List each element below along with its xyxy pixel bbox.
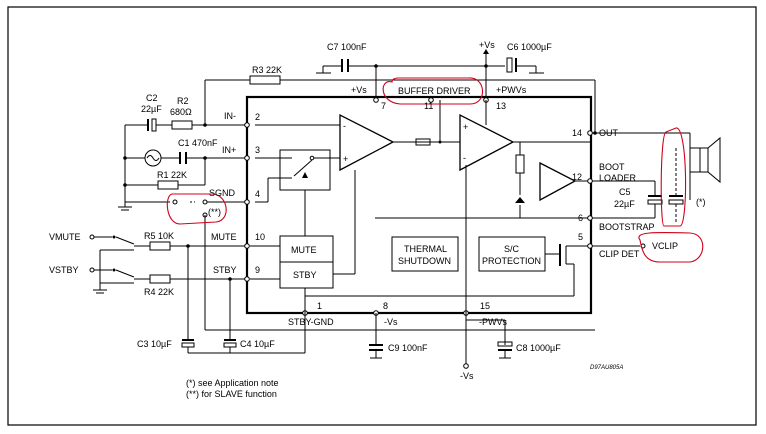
stby-block-label: STBY [293,270,317,280]
pin-in-plus: IN+ [222,145,236,155]
vclip-label: VCLIP [652,241,678,251]
red-annotations [166,77,704,263]
c5-label: C5 [619,187,631,197]
pin-num-11: 11 [424,101,433,111]
r5-label: R5 10K [144,231,174,241]
star-label: (*) [696,197,706,207]
r2-value: 680Ω [170,107,192,117]
pin-num-2: 2 [255,112,260,122]
star2-label: (**) [208,207,221,217]
pin-sgnd: SGND [209,188,236,198]
pin-num-8: 8 [383,301,388,311]
svg-text:-: - [343,121,346,131]
pin-loader: LOADER [599,173,637,183]
c8-label: C8 1000µF [516,343,561,353]
buffer-driver-label: BUFFER DRIVER [398,86,471,96]
sc-label: S/C [504,244,520,254]
pin-num-4: 4 [255,189,260,199]
output-side [592,132,721,249]
shutdown-label: SHUTDOWN [398,256,451,266]
c6-label: C6 1000µF [507,42,552,52]
pin-num-12: 12 [572,172,582,182]
pin-in-minus: IN- [224,111,236,121]
pin-minus-vs: -Vs [384,317,398,327]
pin-boot: BOOT [599,162,625,172]
c1-label: C1 470nF [178,138,218,148]
r3-label: R3 22K [252,65,282,75]
input-network [118,118,250,218]
c2-label: C2 [146,93,158,103]
pin-num-13: 13 [496,101,506,111]
c2-value: 22µF [141,104,162,114]
svg-text:+: + [463,122,468,132]
top-supply-wiring [204,49,597,135]
pin-minus-pwvs: -PWVs [479,317,507,327]
pin-out: OUT [599,128,619,138]
r2-label: R2 [177,96,189,106]
outer-frame [7,6,757,426]
vstby-label: VSTBY [49,265,79,275]
ic-body [245,95,593,315]
pin-clip-det: CLIP DET [599,249,640,259]
r4-label: R4 22K [144,287,174,297]
mute-stby-inputs [89,215,595,354]
pin-num-10: 10 [255,232,265,242]
vs-pin-label: +Vs [351,85,367,95]
r1-label: R1 22K [157,170,187,180]
c3-label: C3 10µF [137,339,172,349]
c5-value: 22µF [614,199,635,209]
pwvs-top-label: +PWVs [496,85,527,95]
vmute-label: VMUTE [49,232,81,242]
vs-bottom-label: -Vs [460,371,474,381]
pin-stby: STBY [213,265,237,275]
pin-bootstrap: BOOTSTRAP [599,222,655,232]
pin-num-3: 3 [255,145,260,155]
note-2: (**) for SLAVE function [186,389,277,399]
thermal-label: THERMAL [404,244,447,254]
bottom-pins [302,310,513,369]
pin-num-5: 5 [578,232,583,242]
pin-num-1: 1 [317,301,322,311]
svg-text:-: - [463,153,466,163]
pin-num-14: 14 [572,128,582,138]
note-1: (*) see Application note [186,378,279,388]
pin-num-15: 15 [480,301,490,311]
pin-num-6: 6 [578,213,583,223]
c4-label: C4 10µF [240,339,275,349]
c7-label: C7 100nF [327,42,367,52]
pin-num-9: 9 [255,265,260,275]
pin-num-7: 7 [381,101,386,111]
pin-mute: MUTE [211,232,237,242]
mute-block-label: MUTE [291,245,317,255]
protection-label: PROTECTION [482,256,541,266]
c9-label: C9 100nF [388,343,428,353]
internal-circuit: - + + - [250,100,593,313]
pin-stby-gnd: STBY-GND [288,317,334,327]
vs-top-label: +Vs [479,40,495,50]
doc-code: D97AU805A [590,365,623,371]
svg-text:+: + [343,154,348,164]
